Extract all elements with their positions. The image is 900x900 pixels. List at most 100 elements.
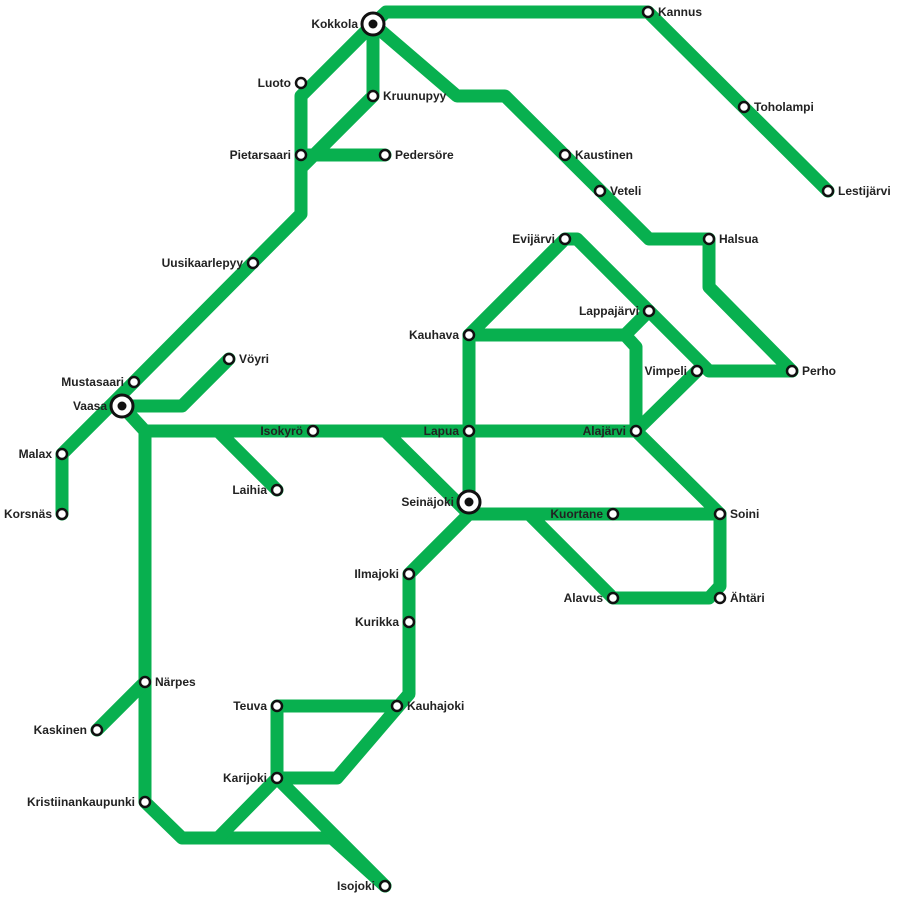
station-perho [785, 364, 799, 378]
station-evijarvi [558, 232, 572, 246]
station-isojoki [378, 879, 392, 893]
station-label-ilmajoki: Ilmajoki [354, 567, 399, 581]
station-label-halsua: Halsua [719, 232, 759, 246]
route-kokkola-luoto-vaasa-malax [55, 17, 380, 521]
station-alavus [606, 591, 620, 605]
station-uusikaarlepyy [246, 256, 260, 270]
route-alajarvi-soini-ahtari [522, 424, 727, 605]
station-luoto [294, 76, 308, 90]
station-label-lestijarvi: Lestijärvi [838, 184, 891, 198]
route-narpes-kaskinen [90, 675, 152, 737]
route-kokkola-kaustinen-perho [366, 17, 799, 378]
station-label-kaskinen: Kaskinen [34, 723, 87, 737]
station-kauhajoki [390, 699, 404, 713]
station-label-isokyro: Isokyrö [260, 424, 303, 438]
station-isokyro [306, 424, 320, 438]
route-lines [55, 5, 835, 893]
station-label-kauhava: Kauhava [409, 328, 459, 342]
station-kaskinen [90, 723, 104, 737]
station-kuortane [606, 507, 620, 521]
station-mustasaari [127, 375, 141, 389]
station-label-karijoki: Karijoki [223, 771, 267, 785]
station-label-kauhajoki: Kauhajoki [407, 699, 464, 713]
route-seinajoki-ilmajoki-kauhajoki [270, 507, 476, 785]
station-kauhava [462, 328, 476, 342]
station-laihia [270, 483, 284, 497]
station-label-kristiinankaupunki: Kristiinankaupunki [27, 795, 135, 809]
station-label-lapua: Lapua [424, 424, 460, 438]
station-label-luoto: Luoto [258, 76, 291, 90]
station-label-kokkola: Kokkola [311, 17, 358, 31]
station-label-kuortane: Kuortane [550, 507, 603, 521]
stations [55, 5, 835, 893]
station-kruunupyy [366, 89, 380, 103]
station-teuva [270, 699, 284, 713]
station-kannus [641, 5, 655, 19]
station-ahtari [713, 591, 727, 605]
station-label-toholampi: Toholampi [754, 100, 814, 114]
station-veteli [593, 184, 607, 198]
station-halsua [702, 232, 716, 246]
station-voyri [222, 352, 236, 366]
station-label-uusikaarlepyy: Uusikaarlepyy [162, 256, 244, 270]
route-kauhava-evijarvi-perho [462, 232, 799, 378]
station-label-vimpeli: Vimpeli [645, 364, 687, 378]
station-label-kruunupyy: Kruunupyy [383, 89, 447, 103]
station-label-ahtari: Ähtäri [730, 590, 765, 605]
route-vaasa-narpes-kristiinankaupunki-isojoki [138, 424, 392, 893]
station-label-alajarvi: Alajärvi [583, 424, 626, 438]
station-soini [713, 507, 727, 521]
station-toholampi [737, 100, 751, 114]
station-label-soini: Soini [730, 507, 759, 521]
route-alajarvi-vimpeli [629, 364, 704, 438]
station-label-evijarvi: Evijärvi [512, 232, 555, 246]
station-label-voyri: Vöyri [239, 352, 269, 366]
station-karijoki [270, 771, 284, 785]
station-label-malax: Malax [19, 447, 53, 461]
station-malax [55, 447, 69, 461]
station-vimpeli [690, 364, 704, 378]
station-label-korsnas: Korsnäs [4, 507, 52, 521]
station-label-laihia: Laihia [232, 483, 267, 497]
route-vaasa-isokyro-alajarvi [115, 399, 643, 438]
station-label-vaasa: Vaasa [73, 399, 107, 413]
station-label-kaustinen: Kaustinen [575, 148, 633, 162]
station-label-pietarsaari: Pietarsaari [230, 148, 291, 162]
route-kokkola-kruunupyy-pietarsaari [294, 17, 380, 175]
station-korsnas [55, 507, 69, 521]
station-lestijarvi [821, 184, 835, 198]
station-kristiinankaupunki [138, 795, 152, 809]
station-lappajarvi [642, 304, 656, 318]
station-label-alavus: Alavus [564, 591, 604, 605]
station-label-lappajarvi: Lappajärvi [579, 304, 639, 318]
station-ilmajoki [402, 567, 416, 581]
station-kurikka [402, 615, 416, 629]
station-label-isojoki: Isojoki [337, 879, 375, 893]
station-label-narpes: Närpes [155, 675, 196, 689]
hub-station-core-kokkola [368, 19, 378, 29]
station-label-kannus: Kannus [658, 5, 702, 19]
station-label-veteli: Veteli [610, 184, 641, 198]
route-karijoki-isojoki [270, 771, 392, 893]
route-kauhava-alajarvi-vertical [618, 328, 643, 438]
station-label-pedersore: Pedersöre [395, 148, 454, 162]
station-narpes [138, 675, 152, 689]
hub-station-core-seinajoki [464, 497, 474, 507]
route-vaasa-voyri [115, 352, 236, 413]
station-label-kurikka: Kurikka [355, 615, 399, 629]
station-label-mustasaari: Mustasaari [61, 375, 124, 389]
station-label-seinajoki: Seinäjoki [401, 495, 454, 509]
hub-station-core-vaasa [117, 401, 127, 411]
station-lapua [462, 424, 476, 438]
station-label-teuva: Teuva [233, 699, 267, 713]
route-isokyro-laihia [211, 424, 284, 497]
route-kauhajoki-teuva-karijoki [211, 699, 404, 845]
station-pietarsaari [294, 148, 308, 162]
station-kaustinen [558, 148, 572, 162]
station-alajarvi [629, 424, 643, 438]
station-pedersore [378, 148, 392, 162]
route-isokyro-seinajoki [378, 424, 476, 521]
